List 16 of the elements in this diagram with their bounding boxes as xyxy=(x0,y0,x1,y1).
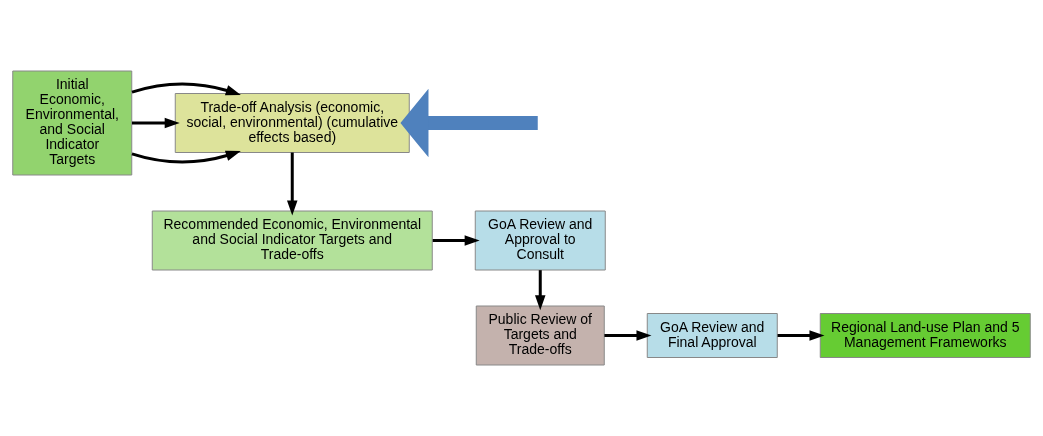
arrow xyxy=(131,150,241,164)
node-box: Regional Land-use Plan and 5 Management Frameworks xyxy=(819,313,1031,358)
arrow xyxy=(400,88,538,158)
node-box: Recommended Economic, Environmental and Social Indicator Targets and Trade-offs xyxy=(151,210,433,271)
arrow xyxy=(131,82,241,96)
node-box: Initial Economic, Environmental, and Social Indicator Targets xyxy=(12,70,133,176)
arrow xyxy=(777,330,825,341)
arrow xyxy=(432,235,480,246)
node-box: Trade-off Analysis (economic, social, environmental) (cumulative effects based) xyxy=(174,93,410,153)
node-box: GoA Review and Approval to Consult xyxy=(474,210,606,271)
node-box: GoA Review and Final Approval xyxy=(646,313,778,358)
arrow xyxy=(535,270,546,311)
arrow xyxy=(132,117,180,129)
arrow xyxy=(604,330,652,341)
arrow xyxy=(287,152,298,216)
node-box: Public Review of Targets and Trade-offs xyxy=(475,305,605,366)
